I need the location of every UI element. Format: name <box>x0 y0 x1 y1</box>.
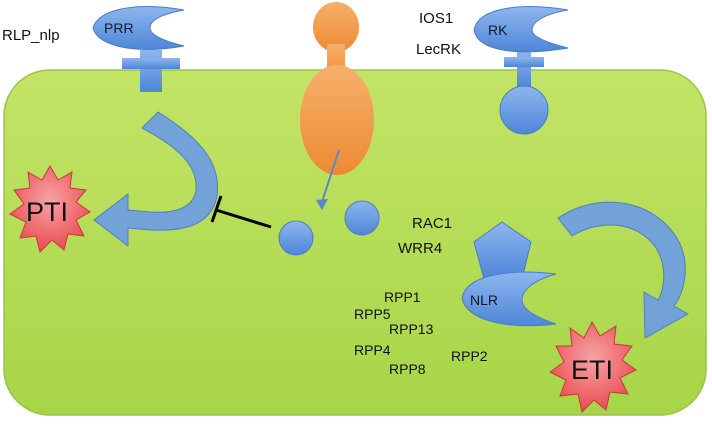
rk-kinase-domain <box>499 85 549 135</box>
rac1-label: RAC1 <box>412 215 452 232</box>
rk-label: RK <box>488 22 508 38</box>
rlp-nlp-label: RLP_nlp <box>2 27 60 44</box>
effector-molecule <box>278 220 314 256</box>
inhibition-symbol <box>210 195 272 229</box>
nlr-crescent-shape <box>461 271 557 327</box>
pathogen-structure <box>300 2 374 210</box>
ios1-label: IOS1 <box>419 10 453 27</box>
rpp2-label: RPP2 <box>451 348 488 364</box>
wrr4-label: WRR4 <box>398 240 442 257</box>
plant-cell <box>3 69 707 416</box>
eti-label: ETI <box>571 355 613 385</box>
rk-receptor: RK <box>473 6 569 135</box>
prr-crescent-shape <box>92 6 185 50</box>
rpp8-label: RPP8 <box>389 361 426 377</box>
prr-to-pti-arrow <box>93 111 219 248</box>
nlr-label: NLR <box>470 292 498 308</box>
eti-burst: ETI <box>549 320 637 413</box>
prr-receptor: PRR <box>92 6 185 92</box>
prr-label: PRR <box>104 20 134 36</box>
pti-label: PTI <box>26 197 68 227</box>
haustorium <box>300 65 374 175</box>
rpp13-label: RPP13 <box>389 321 434 337</box>
effector-molecule <box>344 200 380 236</box>
nlr-receptor: NLR <box>461 221 557 327</box>
nlr-to-eti-arrow <box>557 201 690 339</box>
pti-burst: PTI <box>9 164 91 253</box>
rpp5-label: RPP5 <box>354 306 391 322</box>
lecrk-label: LecRK <box>416 41 461 58</box>
rpp1-label: RPP1 <box>384 289 421 305</box>
rpp4-label: RPP4 <box>354 342 391 358</box>
rk-crescent-shape <box>473 6 569 53</box>
